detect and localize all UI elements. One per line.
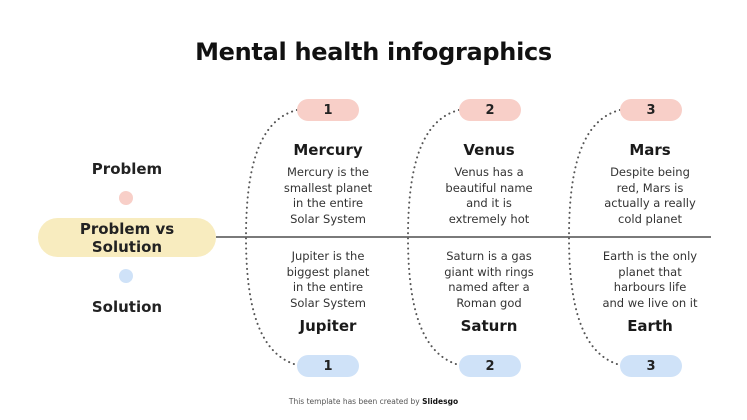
problem-name-1: Mercury [293,141,363,159]
footer-brand-link[interactable]: Slidesgo [422,397,459,406]
center-label-line1: Problem vs [79,219,175,238]
problem-block-3: Mars Despite being red, Mars is actually… [580,141,720,227]
problem-number-pill-2: 2 [459,99,521,121]
problem-desc-3: Despite being red, Mars is actually a re… [604,165,696,226]
divider-line [216,236,711,238]
solution-desc-3: Earth is the only planet that harbours l… [602,249,698,310]
solution-dot-icon [119,269,133,283]
footer-text: This template has been created by [288,397,423,406]
solution-block-3: Earth is the only planet that harbours l… [580,249,720,335]
problem-block-1: Mercury Mercury is the smallest planet i… [258,141,398,227]
solution-number-pill-3: 3 [620,355,682,377]
problem-name-2: Venus [463,141,515,159]
solution-number-pill-1: 1 [297,355,359,377]
solution-name-1: Jupiter [299,317,357,335]
problem-dot-icon [119,191,133,205]
problem-vs-solution-pill: Problem vs Solution [38,218,216,257]
solution-block-1: Jupiter is the biggest planet in the ent… [258,249,398,335]
footer-credit: This template has been created by Slides… [0,397,747,406]
solution-desc-2: Saturn is a gas giant with rings named a… [444,249,534,310]
problem-number-pill-1: 1 [297,99,359,121]
center-label-line2: Solution [91,237,163,256]
problem-desc-2: Venus has a beautiful name and it is ext… [445,165,533,226]
solution-number-pill-2: 2 [459,355,521,377]
solution-block-2: Saturn is a gas giant with rings named a… [419,249,559,335]
problem-number-pill-3: 3 [620,99,682,121]
solution-name-2: Saturn [460,317,518,335]
solution-label: Solution [91,298,163,316]
problem-label: Problem [91,160,163,178]
solution-name-3: Earth [627,317,673,335]
page-title: Mental health infographics [195,38,552,66]
solution-desc-1: Jupiter is the biggest planet in the ent… [286,249,370,310]
problem-desc-1: Mercury is the smallest planet in the en… [283,165,373,226]
problem-name-3: Mars [629,141,671,159]
problem-block-2: Venus Venus has a beautiful name and it … [419,141,559,227]
